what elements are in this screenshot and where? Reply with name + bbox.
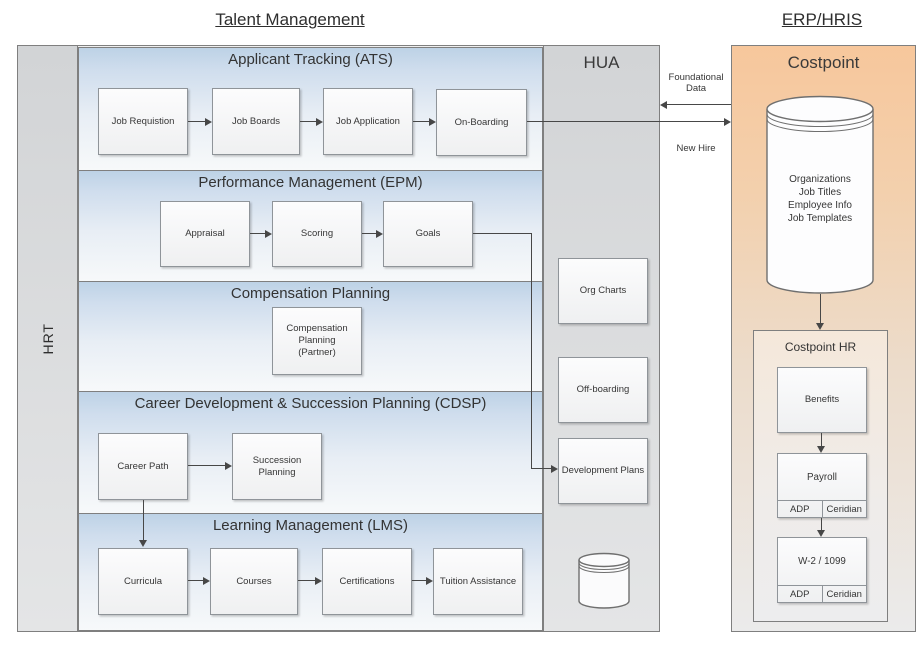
scoring-box: Scoring [272,201,362,267]
w2-vendor-adp: ADP [789,588,810,600]
talent-management-header: Talent Management [215,10,365,29]
hrt-label: HRT [39,322,56,355]
career-path-box: Career Path [98,433,188,500]
payroll-box: Payroll ADP Ceridian [777,453,867,518]
section-title: Learning Management (LMS) [212,517,409,534]
w2-vendors: ADP Ceridian [778,585,866,602]
on-boarding-box: On-Boarding [436,89,527,156]
appraisal-box: Appraisal [160,201,250,267]
benefits-box: Benefits [777,367,867,433]
hua-strip: HUA [543,45,660,632]
payroll-vendor-ceridian: Ceridian [821,501,867,517]
off-boarding-box: Off-boarding [558,357,648,423]
succession-planning-box: Succession Planning [232,433,322,500]
w2-1099-label: W-2 / 1099 [798,556,846,567]
curricula-box: Curricula [98,548,188,615]
payroll-vendors: ADP Ceridian [778,500,866,517]
certifications-box: Certifications [322,548,412,615]
hrt-strip: HRT [17,45,78,632]
hua-label: HUA [583,53,620,72]
costpoint-database-contents: Organizations Job Titles Employee Info J… [787,174,853,224]
section-title: Career Development & Succession Planning… [134,395,487,412]
payroll-vendor-adp: ADP [789,503,810,515]
hua-database-icon [578,552,630,609]
job-requistion-box: Job Requistion [98,88,188,155]
section-title: Performance Management (EPM) [198,174,423,191]
goals-box: Goals [383,201,473,267]
tuition-assistance-box: Tuition Assistance [433,548,523,615]
compensation-planning-partner-box: Compensation Planning (Partner) [272,307,362,375]
job-boards-box: Job Boards [212,88,300,155]
foundational-data-label: Foundational Data [668,72,724,95]
costpoint-database-icon [766,95,874,294]
development-plans-box: Development Plans [558,438,648,504]
w2-1099-box: W-2 / 1099 ADP Ceridian [777,537,867,603]
costpoint-hr-title: Costpoint HR [784,340,857,354]
section-title: Compensation Planning [230,285,391,302]
section-title: Applicant Tracking (ATS) [228,51,393,68]
org-charts-box: Org Charts [558,258,648,324]
erp-hris-header: ERP/HRIS [781,10,863,29]
new-hire-label: New Hire [676,143,716,154]
w2-vendor-ceridian: Ceridian [821,586,867,602]
payroll-label: Payroll [807,471,837,483]
job-application-box: Job Application [323,88,413,155]
courses-box: Courses [210,548,298,615]
costpoint-title: Costpoint [787,53,860,72]
